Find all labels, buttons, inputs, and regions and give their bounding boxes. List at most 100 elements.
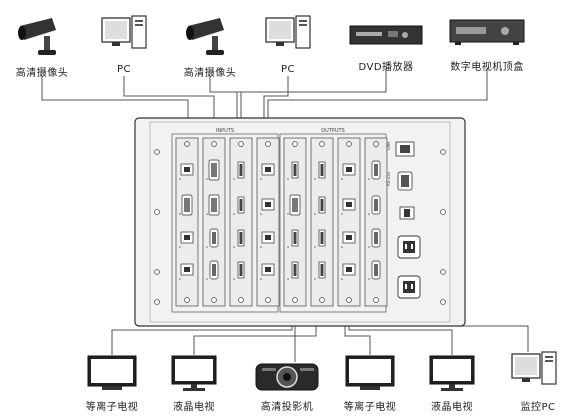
card-screw [346, 141, 352, 147]
hdmi-port-inner [293, 164, 297, 176]
dvi-port-pins [211, 198, 217, 212]
rj45-port-inner [346, 235, 352, 240]
dvd-player-icon [349, 25, 423, 45]
pc-screen-icon [269, 21, 291, 39]
plasma-tv-2-label: 等离子电视 [343, 402, 397, 413]
monitor-base-icon [183, 388, 205, 391]
mount-hole [154, 209, 160, 215]
chassis-inner-frame [149, 121, 451, 323]
hdmi-port-inner [239, 199, 243, 211]
port-led [179, 178, 181, 180]
rj45-port-inner [265, 202, 271, 207]
hdmi-port-inner [293, 232, 297, 244]
camera-1-label: 高清摄像头 [15, 68, 69, 79]
port-led [206, 213, 208, 215]
hdmi-port-inner [239, 164, 243, 176]
port-led [368, 278, 370, 280]
port-led [206, 178, 208, 180]
set-top-box-icon [449, 19, 525, 45]
card-screw [184, 297, 190, 303]
set-top-box-label: 数字电视机顶盒 [450, 62, 524, 73]
monitor-screen-icon [433, 359, 471, 381]
port-led [287, 278, 289, 280]
port-led [287, 246, 289, 248]
stb-panel-icon [456, 27, 486, 34]
card-screw [265, 141, 271, 147]
pc-drive-icon [135, 20, 143, 22]
stb-body-icon [449, 19, 525, 43]
port-led [368, 213, 370, 215]
dvd-tray-icon [356, 32, 382, 36]
card-screw [238, 141, 244, 147]
port-led [341, 213, 343, 215]
vga-port-pins [374, 164, 378, 176]
tv-screen-icon [91, 359, 133, 383]
rj45-port-inner [265, 267, 271, 272]
pc-screen-icon [515, 357, 537, 375]
matrix-card [175, 137, 199, 307]
rj45-port-inner [265, 167, 271, 172]
card-screw [211, 297, 217, 303]
card-screw [211, 141, 217, 147]
port-led [206, 246, 208, 248]
mount-hole [440, 269, 446, 275]
mount-hole [154, 269, 160, 275]
vga-port-pins [374, 232, 378, 244]
camera-icon [20, 18, 56, 40]
camera-stand-icon [44, 36, 50, 50]
power-pin [405, 244, 407, 249]
pc-drive-icon [545, 360, 553, 362]
inputs-label: INPUTS [216, 128, 234, 134]
power-pin [405, 284, 407, 289]
hdmi-port-inner [320, 199, 324, 211]
port-led [233, 178, 235, 180]
card-screw [373, 297, 379, 303]
monitor-neck-icon [191, 384, 197, 388]
port-led [179, 278, 181, 280]
mount-hole [154, 149, 160, 155]
rj45-port-inner [184, 167, 190, 172]
lan-port-inner [400, 145, 410, 153]
camera-lens-icon [18, 26, 26, 40]
display-devices [87, 351, 557, 391]
camera-base-icon [38, 50, 56, 55]
hdmi-port-inner [320, 232, 324, 244]
hd-projector-label: 高清投影机 [260, 402, 314, 413]
monitor-neck-icon [449, 384, 455, 388]
monitor-pc-label: 监控PC [520, 402, 556, 413]
matrix-card [229, 137, 253, 307]
vga-port-pins [212, 232, 216, 244]
card-screw [184, 141, 190, 147]
port-led [260, 178, 262, 180]
vga-port-pins [374, 199, 378, 211]
port-led [341, 246, 343, 248]
mount-hole [440, 209, 446, 215]
port-led [260, 278, 262, 280]
camera-icon [188, 18, 224, 40]
lcd-tv-2-icon [429, 355, 475, 391]
pc-stand-icon [276, 42, 284, 46]
tv-stand-icon [360, 386, 380, 390]
port-led [179, 213, 181, 215]
port-led [314, 213, 316, 215]
camera-1-icon [18, 18, 56, 55]
dvd-player-label: DVD播放器 [358, 62, 414, 73]
port-led [314, 278, 316, 280]
dvd-knob-icon [402, 32, 408, 38]
rs232-label: RS-232 [386, 171, 391, 186]
monitor-base-icon [441, 388, 463, 391]
dvi-port-pins [184, 198, 190, 212]
camera-lens-icon [186, 26, 194, 40]
pc-drive-icon [135, 24, 143, 26]
tv-stand-icon [102, 386, 122, 390]
card-screw [346, 297, 352, 303]
power-pin [411, 284, 413, 289]
card-screw [292, 297, 298, 303]
dvi-port-pins [292, 198, 298, 212]
pc-2-label: PC [280, 64, 296, 75]
card-screw [238, 297, 244, 303]
rj45-port-inner [265, 235, 271, 240]
hdmi-port-inner [320, 164, 324, 176]
